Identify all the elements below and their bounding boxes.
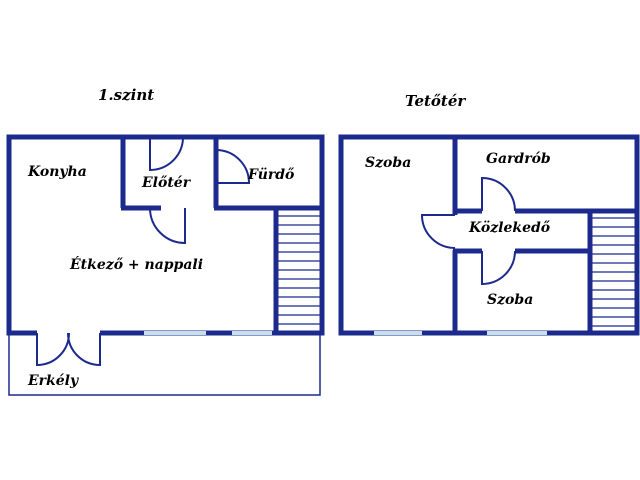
room-label-kitchen: Konyha xyxy=(27,164,87,180)
room-label-hall: Előtér xyxy=(141,175,192,191)
room-label-attic-room-right: Szoba xyxy=(487,292,533,308)
floor1-plan: 1.szint Konyha Előtér Fürdő Étkező + nap… xyxy=(6,86,325,396)
room-label-balcony: Erkély xyxy=(27,373,79,389)
bath-door xyxy=(215,149,251,184)
room-left-door xyxy=(420,214,456,249)
hall-entry-door xyxy=(149,136,184,172)
attic-plan: Tetőtér Szoba Gardrób Közlekedő Szoba xyxy=(338,92,640,336)
room-label-living: Étkező + nappali xyxy=(69,255,203,273)
wardrobe-door xyxy=(481,176,516,212)
room-label-wardrobe: Gardrób xyxy=(486,151,551,167)
hall-living-door xyxy=(149,207,186,245)
balcony-door-left xyxy=(36,332,70,367)
floor1-staircase xyxy=(278,215,320,325)
attic-staircase xyxy=(592,217,635,327)
room-label-corridor: Közlekedő xyxy=(468,220,551,236)
room-label-bath: Fürdő xyxy=(247,167,295,183)
attic-title: Tetőtér xyxy=(405,92,466,110)
room-right-door xyxy=(481,250,516,286)
balcony-door-right xyxy=(67,332,101,367)
floor1-title: 1.szint xyxy=(98,86,154,104)
room-label-attic-room-left: Szoba xyxy=(365,155,411,171)
